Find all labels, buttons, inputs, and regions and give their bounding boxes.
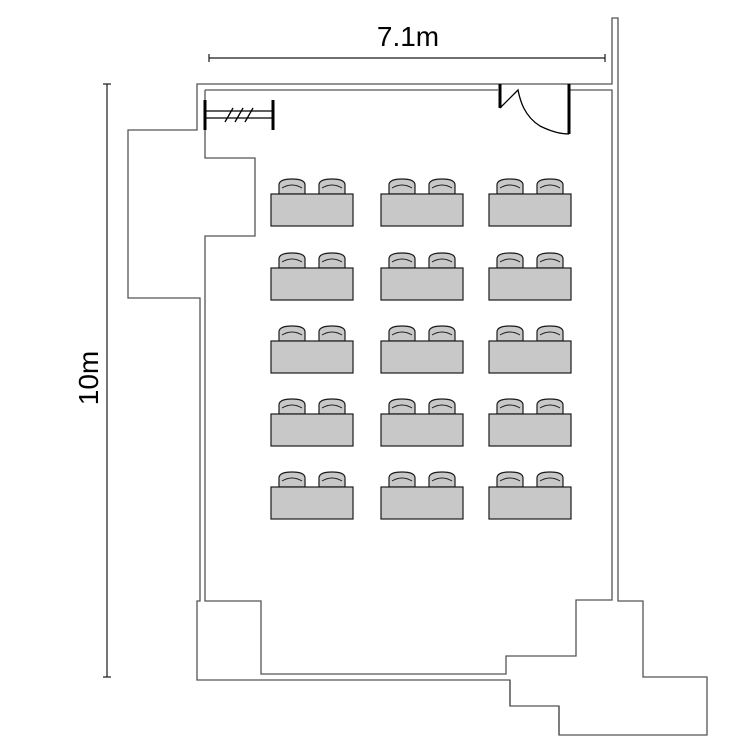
alcove-wall: [509, 680, 560, 735]
desk-group: [270, 471, 354, 520]
desk: [488, 267, 572, 301]
chair-icon: [428, 471, 456, 488]
desk: [488, 340, 572, 374]
chair-icon: [496, 252, 524, 269]
chair-icon: [428, 325, 456, 342]
chair-icon: [496, 398, 524, 415]
desk: [270, 340, 354, 374]
desk: [380, 267, 464, 301]
height-dimension: 10m: [73, 83, 111, 678]
desk-group: [488, 398, 572, 447]
desk-group: [380, 325, 464, 374]
chair-icon: [496, 325, 524, 342]
desk-group: [380, 471, 464, 520]
desk: [380, 486, 464, 520]
desk-group: [488, 471, 572, 520]
desk-group: [488, 178, 572, 227]
chair-icon: [536, 252, 564, 269]
chair-icon: [428, 252, 456, 269]
outer-wall: [127, 17, 708, 736]
width-dimension: 7.1m: [208, 21, 606, 62]
chair-icon: [278, 178, 306, 195]
chair-icon: [318, 325, 346, 342]
chair-icon: [388, 471, 416, 488]
seating-area: [270, 178, 572, 520]
desk-group: [270, 252, 354, 301]
door-icon: [498, 84, 571, 135]
chair-icon: [318, 471, 346, 488]
desk: [380, 193, 464, 227]
chair-icon: [428, 178, 456, 195]
desk-group: [270, 325, 354, 374]
chair-icon: [318, 252, 346, 269]
chair-icon: [318, 178, 346, 195]
desk-group: [380, 252, 464, 301]
desk: [270, 486, 354, 520]
chair-icon: [536, 325, 564, 342]
chair-icon: [278, 252, 306, 269]
chair-icon: [496, 178, 524, 195]
chair-icon: [496, 471, 524, 488]
desk-group: [488, 252, 572, 301]
chair-icon: [388, 325, 416, 342]
chair-icon: [318, 398, 346, 415]
height-label: 10m: [73, 351, 104, 405]
desk: [488, 486, 572, 520]
chair-icon: [278, 471, 306, 488]
chair-icon: [536, 398, 564, 415]
desk: [380, 340, 464, 374]
desk-group: [380, 178, 464, 227]
desk-group: [380, 398, 464, 447]
desk: [270, 413, 354, 447]
inner-wall: [204, 89, 613, 675]
chair-icon: [536, 471, 564, 488]
desk: [270, 267, 354, 301]
desk-group: [270, 398, 354, 447]
chair-icon: [536, 178, 564, 195]
chair-icon: [388, 252, 416, 269]
chair-icon: [388, 398, 416, 415]
desk-group: [270, 178, 354, 227]
desk: [270, 193, 354, 227]
whiteboard-icon: [203, 100, 275, 130]
chair-icon: [278, 398, 306, 415]
chair-icon: [388, 178, 416, 195]
desk: [488, 413, 572, 447]
desk: [488, 193, 572, 227]
width-label: 7.1m: [377, 21, 439, 52]
desk: [380, 413, 464, 447]
chair-icon: [278, 325, 306, 342]
chair-icon: [428, 398, 456, 415]
desk-group: [488, 325, 572, 374]
room-walls: [127, 17, 708, 736]
